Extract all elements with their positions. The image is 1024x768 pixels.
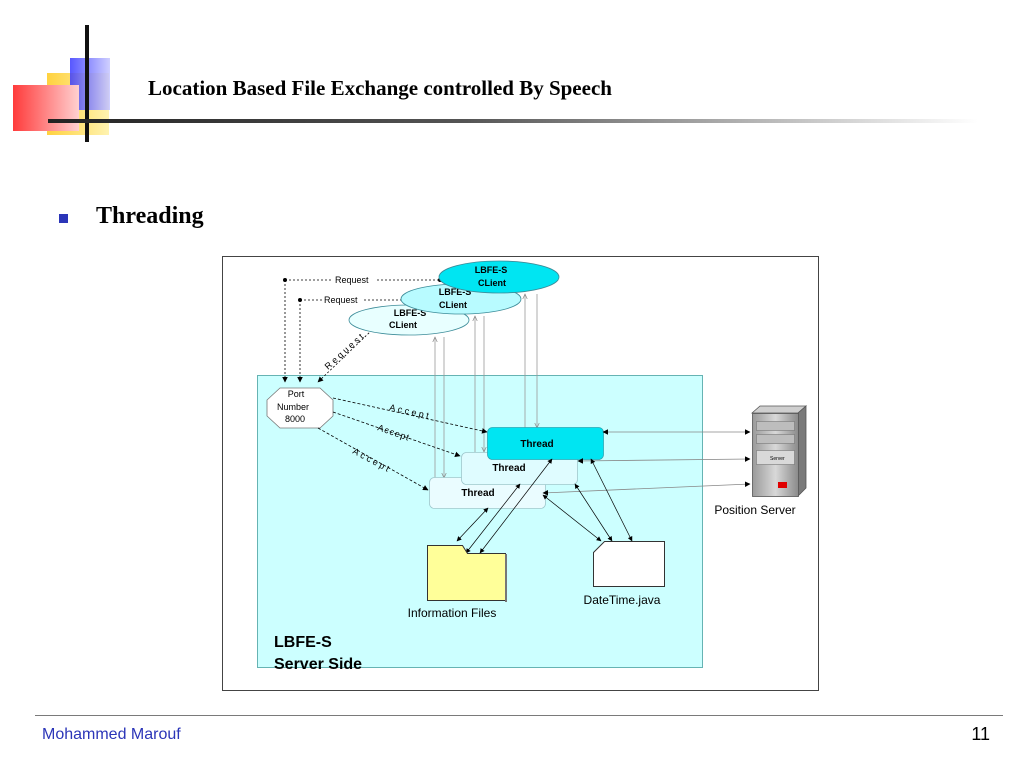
logo-vertical-bar <box>85 25 89 142</box>
datetime-label: DateTime.java <box>584 593 661 607</box>
port-octagon <box>266 387 334 429</box>
page-number: 11 <box>971 724 990 744</box>
client-label: CLient <box>478 278 506 288</box>
footer-rule <box>35 715 1003 716</box>
thread-label: Thread <box>461 488 494 499</box>
slide-logo <box>13 25 110 142</box>
document-icon <box>593 541 665 587</box>
request-dot <box>283 278 287 282</box>
accept-lines <box>317 397 488 491</box>
title-rule <box>48 119 978 123</box>
bullet-heading: Threading <box>96 203 204 229</box>
client-label: CLient <box>389 320 417 330</box>
client-label: LBFE-S <box>394 308 427 318</box>
port-label: 8000 <box>285 414 305 424</box>
server-side-label: Server Side <box>274 656 362 673</box>
logo-red-block <box>13 85 79 131</box>
port-label: Number <box>277 402 309 412</box>
information-files-label: Information Files <box>408 606 497 620</box>
bullet-square-icon <box>59 214 68 223</box>
server-icon <box>750 405 808 497</box>
client-label: CLient <box>439 300 467 310</box>
request-dot <box>298 298 302 302</box>
folder-icon <box>427 545 506 601</box>
client-ellipse <box>438 260 560 294</box>
position-server-label: Position Server <box>714 503 795 517</box>
footer-author: Mohammed Marouf <box>42 726 181 743</box>
server-box-label: Server <box>770 456 785 462</box>
server-side-label: LBFE-S <box>274 634 332 651</box>
request-label: Request <box>335 275 369 285</box>
client-label: LBFE-S <box>439 287 472 297</box>
slide-title: Location Based File Exchange controlled … <box>148 76 612 100</box>
port-label: Port <box>288 389 305 399</box>
thread-file-links <box>456 458 633 554</box>
thread-label: Thread <box>520 439 553 450</box>
thread-label: Thread <box>492 463 525 474</box>
request-label: Request <box>324 295 358 305</box>
client-label: LBFE-S <box>475 265 508 275</box>
